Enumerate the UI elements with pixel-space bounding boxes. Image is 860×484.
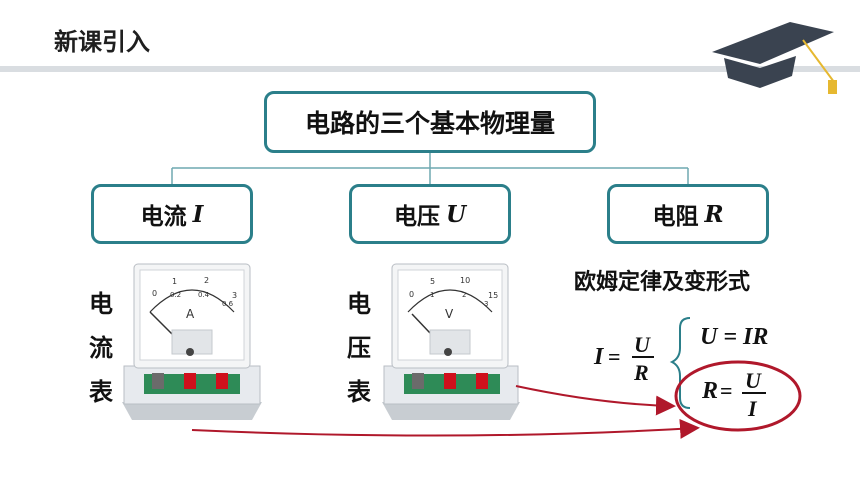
ohm-law-title: 欧姆定律及变形式 (574, 270, 751, 295)
resistance-symbol: R (704, 200, 724, 228)
root-box: 电路的三个基本物理量 (264, 91, 596, 153)
svg-text:A: A (186, 307, 195, 321)
svg-text:1: 1 (430, 291, 434, 299)
formula-main-den: R (633, 360, 649, 385)
ammeter-arrow (191, 418, 700, 439)
formula-main-num: U (634, 332, 651, 357)
formula-form2-eq: = (720, 378, 733, 403)
svg-text:2: 2 (204, 276, 209, 285)
current-label: 电流 (140, 204, 187, 230)
svg-text:5: 5 (430, 277, 435, 286)
voltage-symbol: U (445, 200, 467, 228)
svg-text:0.6: 0.6 (222, 300, 234, 308)
formula-form2-num: U (745, 368, 762, 393)
svg-text:0: 0 (152, 289, 157, 298)
formula-form2-den: I (747, 396, 758, 421)
svg-text:2: 2 (462, 291, 466, 299)
resistance-label: 电阻 (652, 204, 699, 230)
formula-form1: U = IR (700, 324, 768, 350)
root-label: 电路的三个基本物理量 (304, 109, 555, 138)
voltmeter-side-label: 电压表 (347, 290, 371, 406)
formula-form2-lhs: R (701, 378, 718, 404)
formula-brace (669, 317, 691, 409)
voltage-label: 电压 (393, 204, 440, 230)
svg-text:10: 10 (460, 276, 470, 285)
svg-text:0.4: 0.4 (198, 291, 210, 299)
ammeter-side-label: 电流表 (89, 290, 113, 406)
svg-text:3: 3 (232, 291, 237, 300)
svg-text:V: V (445, 307, 454, 321)
svg-text:3: 3 (484, 300, 488, 308)
svg-text:1: 1 (172, 277, 177, 286)
page-title: 新课引入 (54, 28, 150, 56)
current-symbol: I (192, 200, 204, 228)
svg-text:15: 15 (488, 291, 498, 300)
formula-main-lhs: I (593, 344, 605, 370)
svg-text:0: 0 (409, 290, 414, 299)
header-divider (0, 66, 860, 72)
voltmeter-arrow (515, 385, 676, 416)
formula-main-eq: = (608, 344, 621, 369)
svg-text:0.2: 0.2 (170, 291, 181, 299)
highlight-ellipse (674, 360, 802, 432)
